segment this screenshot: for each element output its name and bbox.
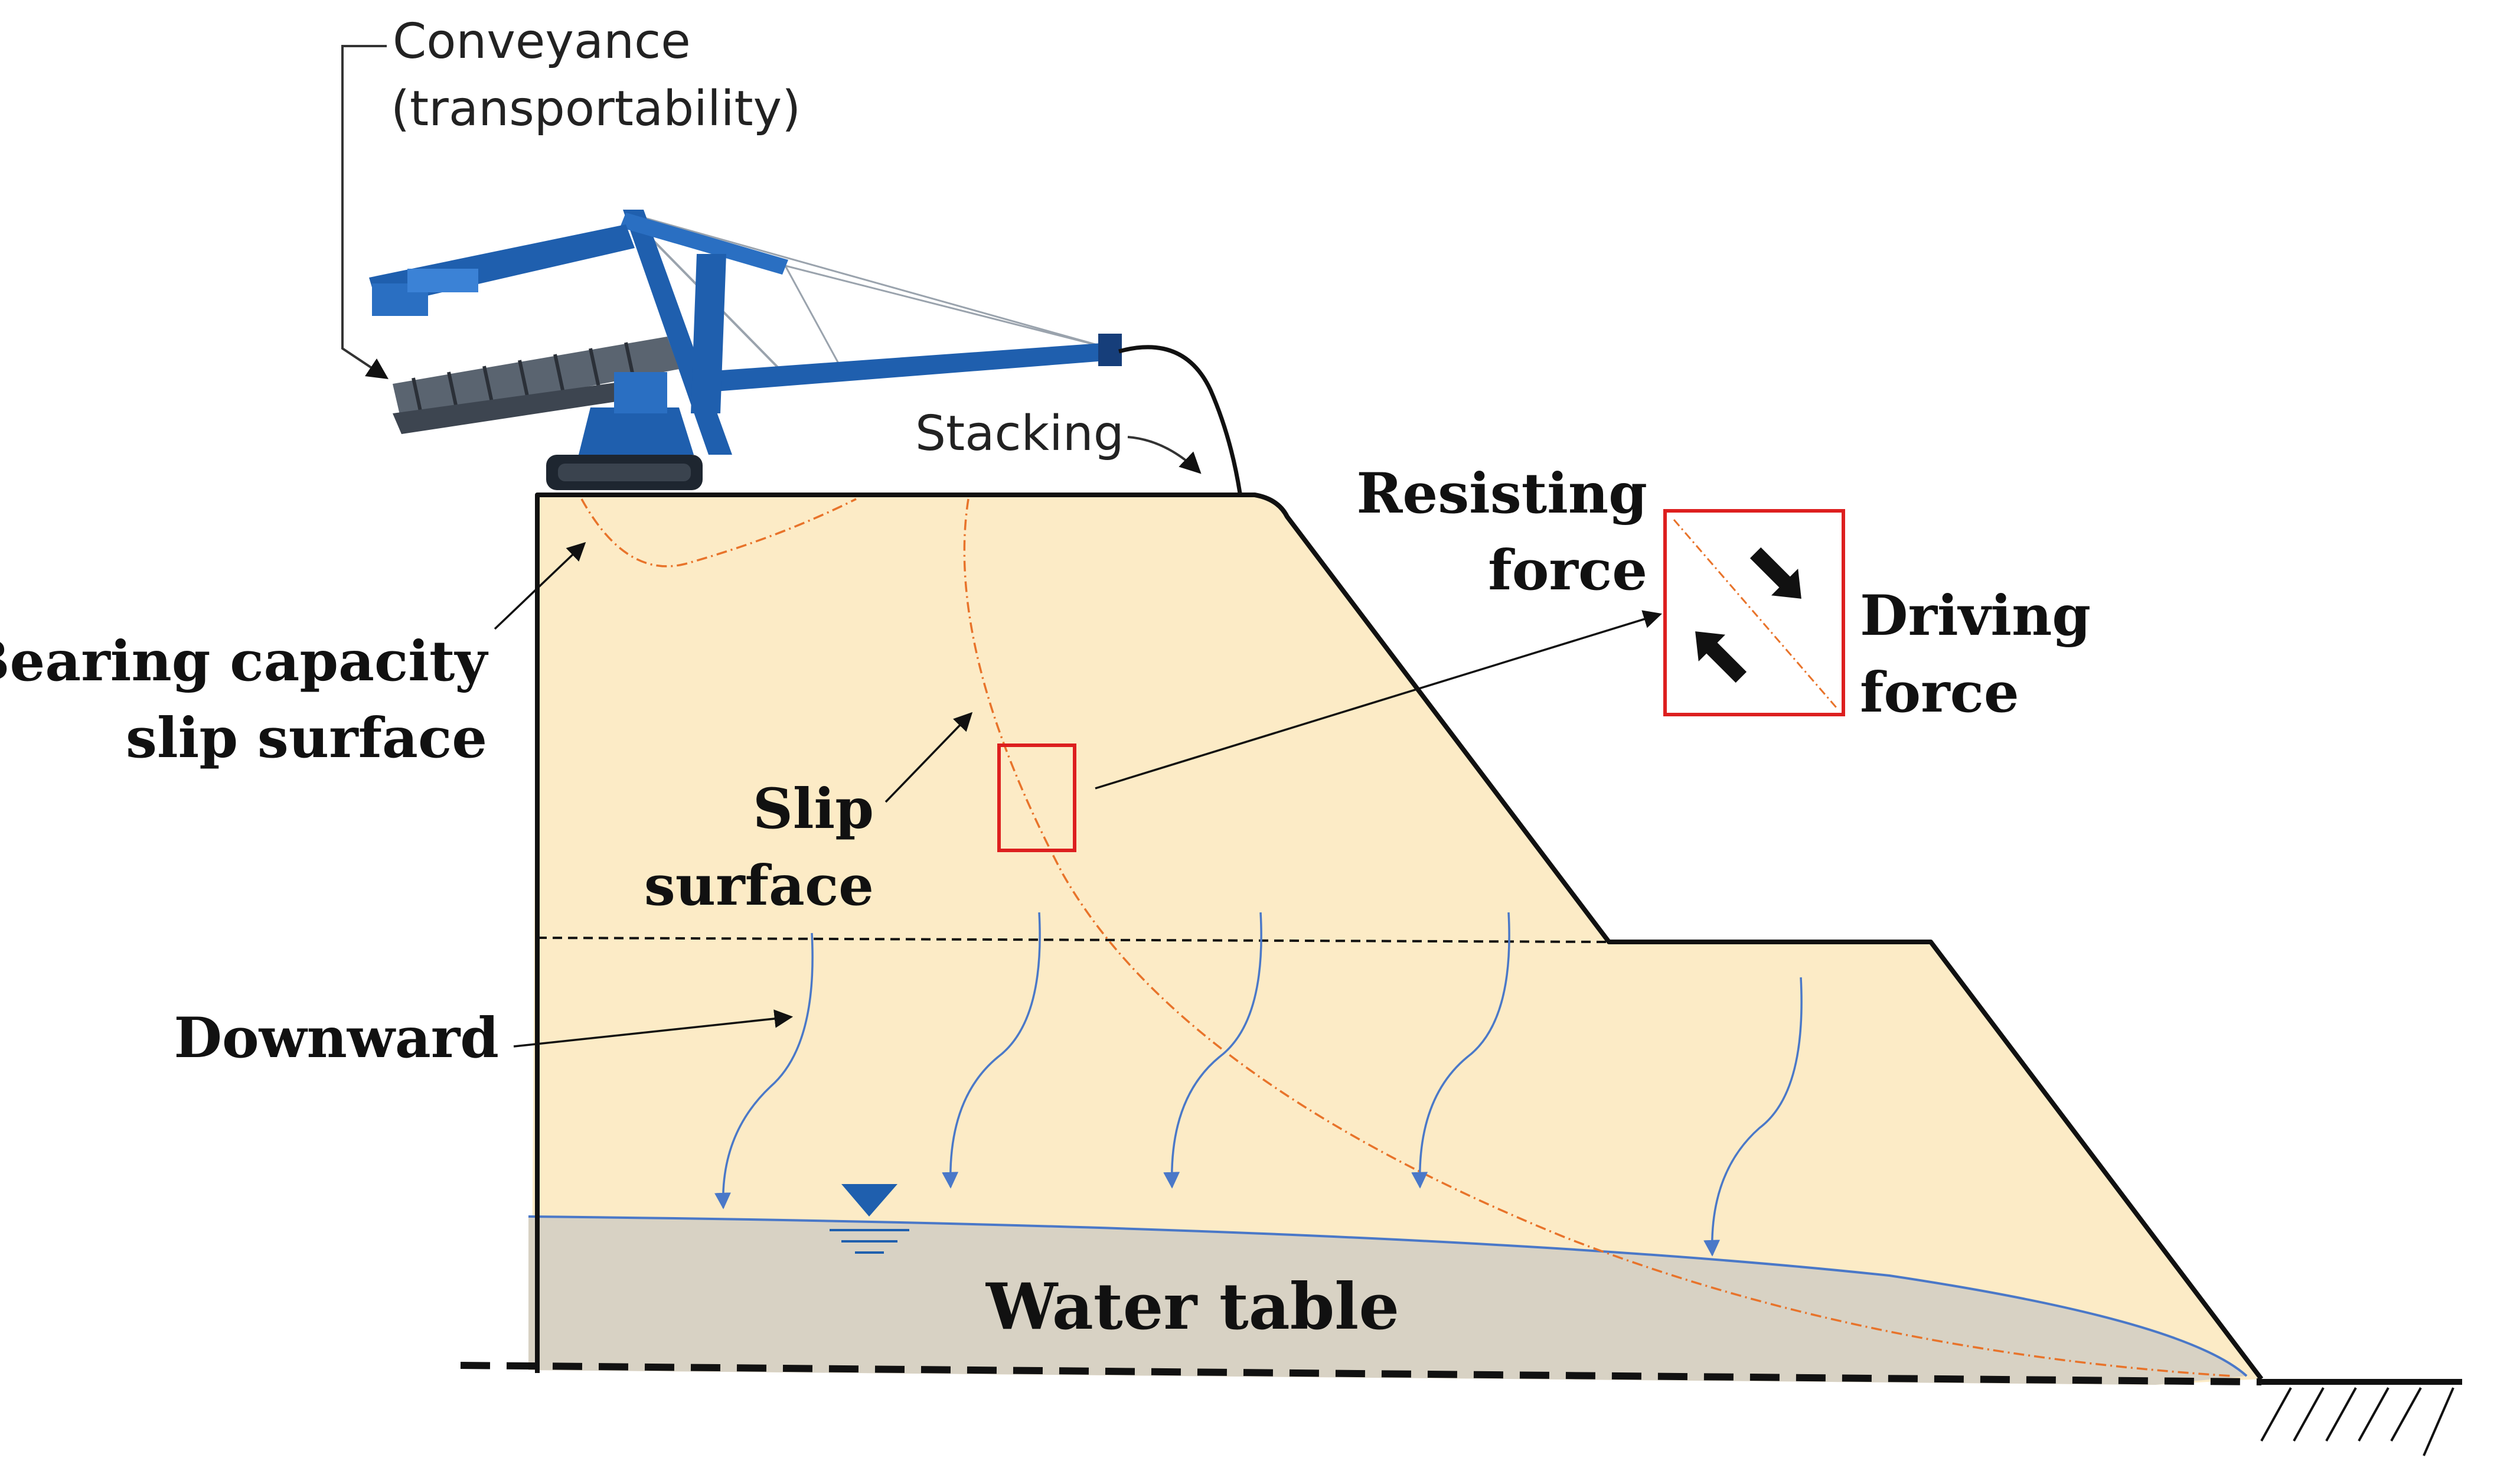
seepage-arrow-4 (1411, 912, 1510, 1189)
downward-leader-line (513, 1009, 794, 1048)
bearing-capacity-slip-curve (580, 498, 857, 568)
stacking-label: Stacking (915, 406, 1124, 462)
driving-force-label-line2: force (1860, 660, 2019, 725)
slip-leader-line (884, 712, 973, 803)
seepage-arrow-3 (1163, 912, 1262, 1189)
stockpile-outline (535, 493, 2264, 1381)
water-table-body (528, 1217, 2247, 1385)
conveyance-label: Conveyance (393, 14, 691, 70)
stacking-leader-line (1127, 436, 1202, 474)
seepage-arrow-1 (714, 932, 814, 1209)
conveyance-sublabel: (transportability) (391, 81, 801, 137)
bearing-capacity-label: Bearing capacity (0, 629, 488, 694)
conveyance-leader-line (341, 45, 389, 379)
slip-surface-label: Slip (753, 777, 874, 842)
seepage-arrows (714, 912, 1803, 1257)
force-detail-box (1663, 509, 1845, 716)
slip-detail-marker-box (997, 743, 1076, 852)
resisting-force-label: Resisting (1356, 461, 1647, 526)
resisting-force-label-line2: force (1488, 538, 1647, 603)
bearing-capacity-label-line2: slip surface (126, 706, 487, 771)
detail-leader-line (1095, 610, 1663, 790)
inverted-triangle-water-level-icon (830, 1184, 909, 1254)
water-table-line (528, 1215, 2248, 1377)
driving-force-arrow-icon (1749, 547, 1801, 599)
resisting-force-arrow-icon (1695, 631, 1747, 683)
slip-surface-label-line2: surface (644, 853, 874, 918)
water-table-label: Water table (985, 1270, 1399, 1344)
stacker-reclaimer-machine (369, 210, 1122, 490)
seepage-arrow-5 (1703, 977, 1803, 1257)
seepage-arrow-2 (942, 912, 1041, 1189)
bearing-leader-line (494, 542, 586, 630)
driving-force-label: Driving (1860, 583, 2091, 648)
bench-dashed-line (537, 937, 1607, 943)
downward-label: Downward (174, 1006, 499, 1071)
hatched-ground-icon (2260, 1387, 2454, 1456)
stacking-fall-curve (1118, 345, 1242, 494)
base-dashed-line (460, 1362, 2262, 1385)
